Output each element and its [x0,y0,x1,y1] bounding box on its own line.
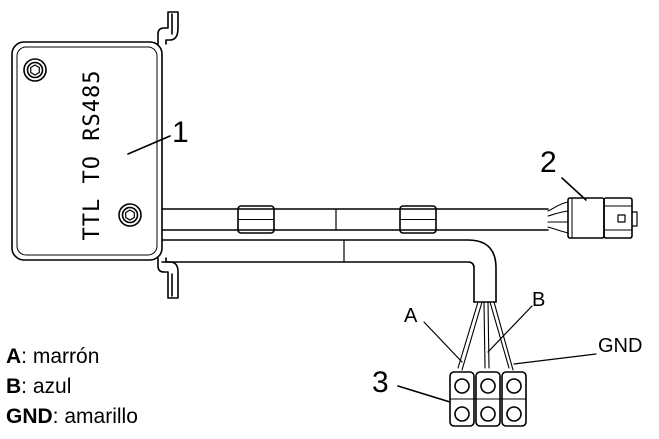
cable-sleeve-2 [399,205,437,234]
lower-cable [161,239,497,303]
terminal-block [449,371,527,427]
wire-label-a-text: A [404,305,418,327]
legend-value-gnd: amarillo [64,405,138,428]
wire-label-gnd-text: GND [598,335,642,357]
wire-label-b: B [487,289,545,353]
legend-key-b: B [6,375,22,398]
connector-wires [547,201,569,234]
screw-top [23,58,47,82]
legend-key-gnd: GND [6,405,53,428]
split-wires [457,301,514,371]
callout-3: 3 [372,366,451,403]
legend-key-a: A [6,345,22,368]
wire-label-b-text: B [532,289,545,311]
legend-item-a: A: marrón [6,346,99,367]
legend-item-b: B: azul [6,376,71,397]
legend-value-a: marrón [32,345,100,368]
connector-2 [567,197,638,239]
wire-label-a: A [404,305,463,363]
callout-2: 2 [540,146,587,201]
callout-2-number: 2 [540,146,557,179]
screw-bottom [118,203,142,227]
callout-1: 1 [127,116,189,155]
legend-value-b: azul [32,375,72,398]
bottom-mounting-bracket [157,257,179,299]
module-label: TTL TO RS485 [80,70,105,241]
callout-3-number: 3 [372,366,389,399]
legend-sep-gnd: : [52,405,59,428]
wire-label-gnd: GND [513,335,642,365]
legend-item-gnd: GND: amarillo [6,406,138,427]
cable-sleeve-1 [237,205,275,234]
legend-sep-a: : [21,345,28,368]
top-mounting-bracket [157,11,179,45]
converter-module [11,41,163,261]
legend-sep-b: : [21,375,28,398]
upper-cable [161,208,549,231]
callout-1-number: 1 [172,116,189,149]
